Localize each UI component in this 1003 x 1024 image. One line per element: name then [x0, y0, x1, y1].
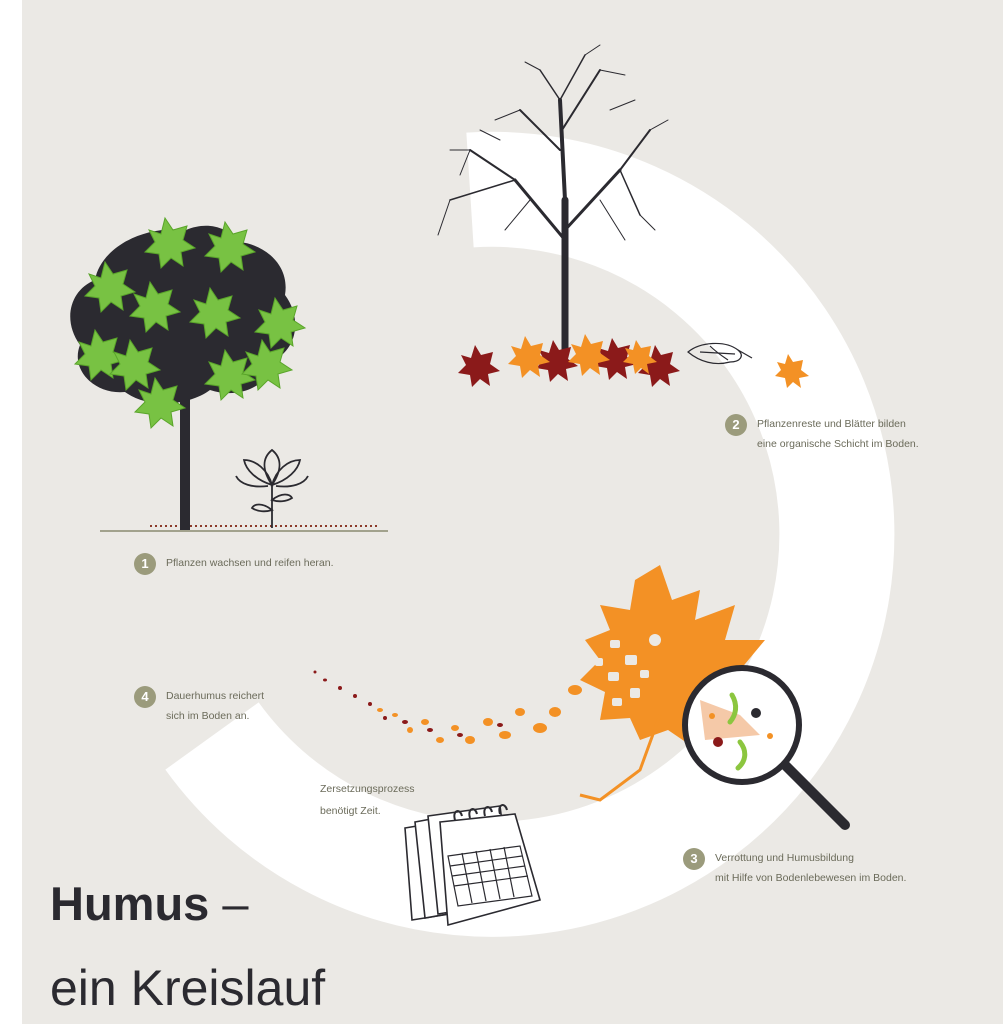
page-title: Humus – [50, 876, 249, 932]
step-text: Dauerhumus reichert sich im Boden an. [166, 686, 264, 726]
step-text: Verrottung und Humusbildung mit Hilfe vo… [715, 848, 906, 888]
step-text: Pflanzen wachsen und reifen heran. [166, 553, 334, 573]
step-3: 3 Verrottung und Humusbildung mit Hilfe … [683, 848, 906, 888]
title-main: Humus [50, 877, 209, 930]
decomposition-note: Zersetzungsprozess benötigt Zeit. [320, 778, 415, 822]
step-badge: 1 [134, 553, 156, 575]
step-1: 1 Pflanzen wachsen und reifen heran. [134, 553, 334, 575]
flower-icon [236, 450, 308, 528]
ground-line [100, 526, 388, 531]
step-badge: 2 [725, 414, 747, 436]
humus-particles [314, 671, 583, 745]
step-badge: 3 [683, 848, 705, 870]
page-subtitle: ein Kreislauf [50, 957, 325, 1019]
step-text: Pflanzenreste und Blätter bilden eine or… [757, 414, 919, 454]
step-badge: 4 [134, 686, 156, 708]
title-dash: – [209, 877, 248, 930]
step-2: 2 Pflanzenreste und Blätter bilden eine … [725, 414, 919, 454]
step-4: 4 Dauerhumus reichert sich im Boden an. [134, 686, 264, 726]
